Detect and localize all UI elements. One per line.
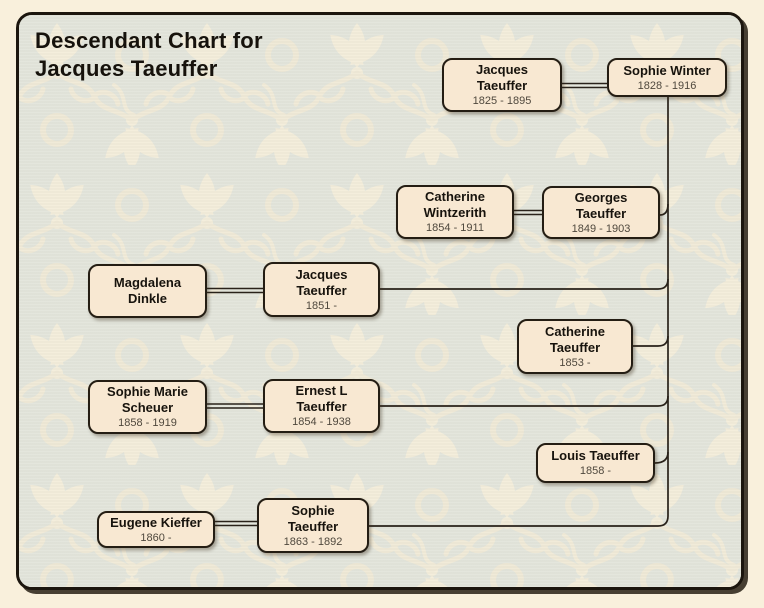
person-name: Sophie Taeuffer — [287, 502, 339, 534]
person-name: Sophie Winter — [623, 62, 711, 78]
person-dates: 1858 - 1919 — [118, 417, 177, 429]
person-box-jacques-taeuffer-1851[interactable]: Jacques Taeuffer 1851 - — [263, 262, 380, 317]
person-box-ernest-l-taeuffer[interactable]: Ernest L Taeuffer 1854 - 1938 — [263, 379, 380, 433]
person-dates: 1854 - 1938 — [292, 416, 351, 428]
person-dates: 1853 - — [559, 356, 591, 369]
person-dates: 1828 - 1916 — [637, 79, 697, 92]
person-name: Jacques Taeuffer — [295, 266, 348, 298]
person-box-jacques-taeuffer-1825[interactable]: Jacques Taeuffer 1825 - 1895 — [442, 58, 562, 112]
person-box-magdalena-dinkle[interactable]: Magdalena Dinkle — [88, 264, 207, 318]
person-name: Ernest L Taeuffer — [295, 383, 348, 414]
person-box-catherine-wintzerith[interactable]: Catherine Wintzerith 1854 - 1911 — [396, 185, 514, 239]
person-dates: 1858 - — [579, 465, 612, 477]
chart-title: Descendant Chart for Jacques Taeuffer — [35, 28, 263, 81]
person-name: Catherine Wintzerith — [423, 189, 487, 220]
person-name: Sophie Marie Scheuer — [107, 384, 188, 415]
person-dates: 1851 - — [305, 299, 338, 312]
person-box-sophie-marie-scheuer[interactable]: Sophie Marie Scheuer 1858 - 1919 — [88, 380, 207, 434]
person-name: Georges Taeuffer — [574, 189, 628, 221]
person-dates: 1854 - 1911 — [426, 222, 484, 234]
person-box-louis-taeuffer[interactable]: Louis Taeuffer 1858 - — [536, 443, 655, 483]
person-dates: 1860 - — [140, 531, 172, 544]
person-name: Jacques Taeuffer — [475, 62, 529, 93]
person-box-sophie-winter[interactable]: Sophie Winter 1828 - 1916 — [607, 58, 727, 97]
person-dates: 1849 - 1903 — [571, 222, 631, 235]
person-box-eugene-kieffer[interactable]: Eugene Kieffer 1860 - — [97, 511, 215, 548]
person-name: Louis Taeuffer — [551, 448, 640, 463]
person-box-catherine-taeuffer[interactable]: Catherine Taeuffer 1853 - — [517, 319, 633, 374]
person-box-georges-taeuffer[interactable]: Georges Taeuffer 1849 - 1903 — [542, 186, 660, 239]
person-dates: 1825 - 1895 — [472, 95, 532, 107]
person-box-sophie-taeuffer[interactable]: Sophie Taeuffer 1863 - 1892 — [257, 498, 369, 553]
person-name: Eugene Kieffer — [110, 514, 202, 530]
person-dates: 1863 - 1892 — [283, 535, 343, 548]
person-name: Magdalena Dinkle — [113, 274, 182, 306]
person-name: Catherine Taeuffer — [545, 323, 605, 355]
